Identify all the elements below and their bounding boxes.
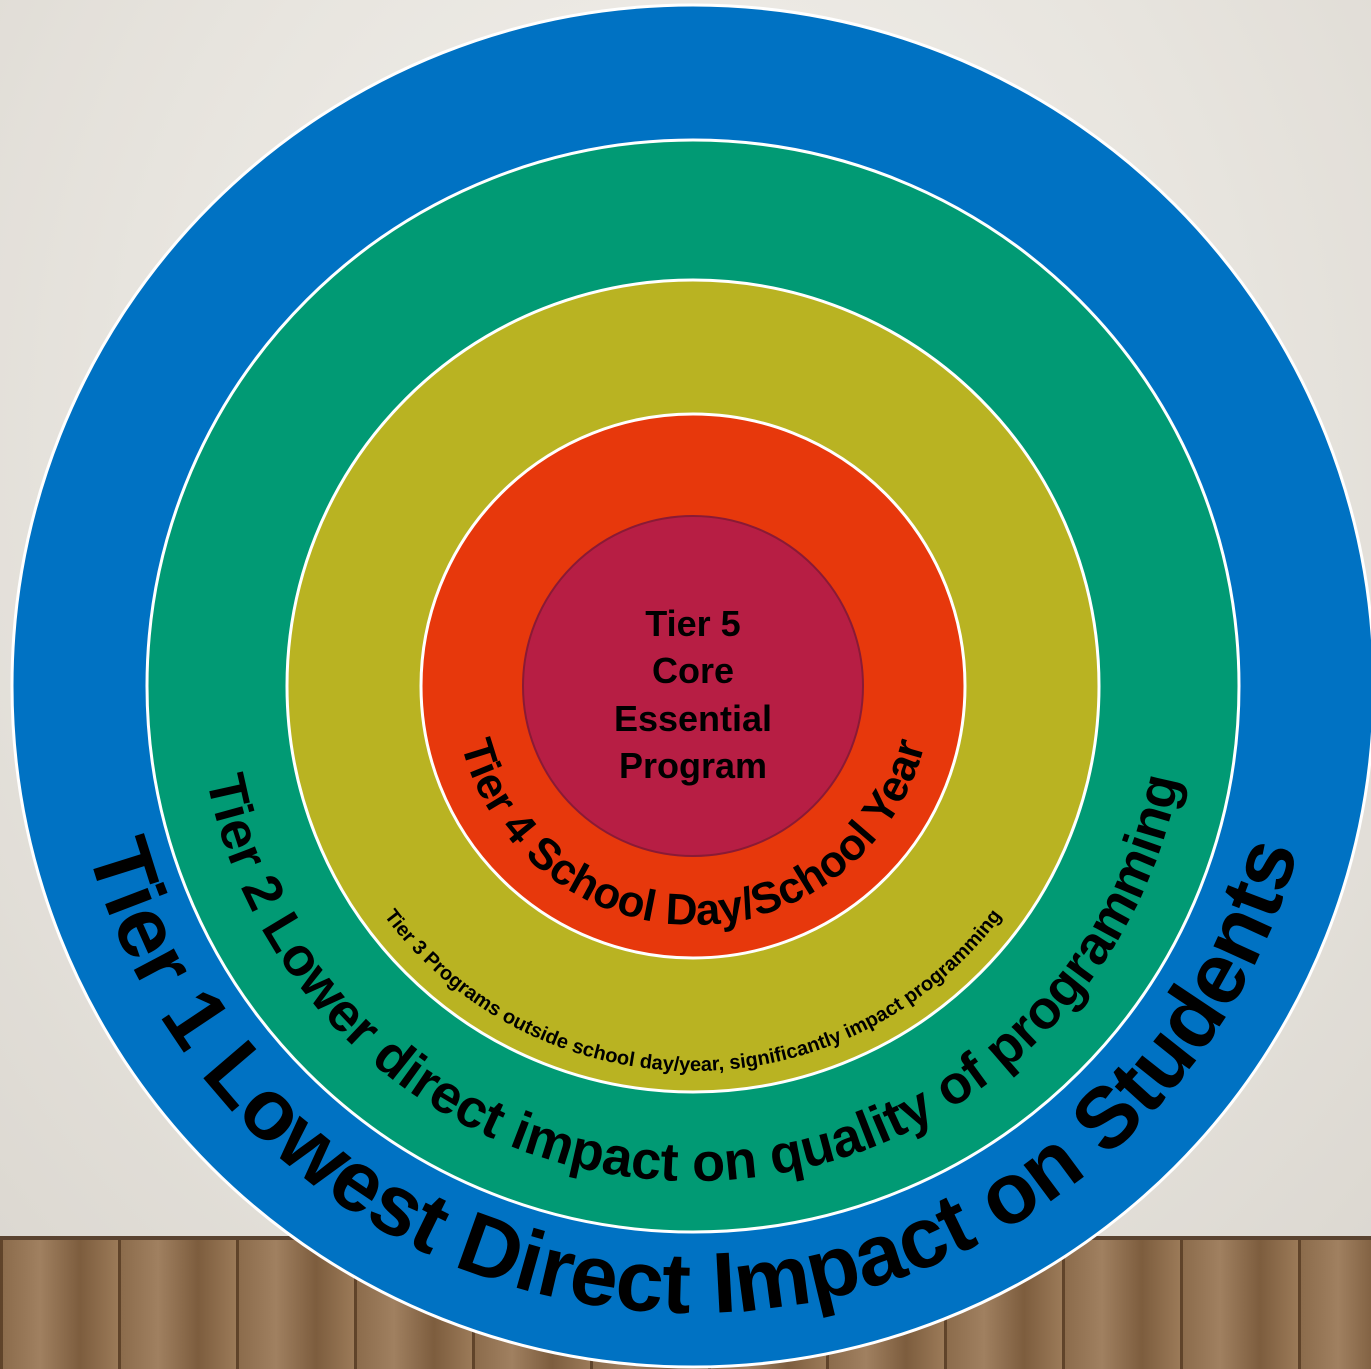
tier5-line-4: Program — [619, 745, 767, 786]
tier5-line-1: Tier 5 — [645, 603, 740, 644]
tier5-line-3: Essential — [614, 698, 772, 739]
tier5-core — [522, 515, 864, 857]
tier5-line-2: Core — [652, 650, 734, 691]
